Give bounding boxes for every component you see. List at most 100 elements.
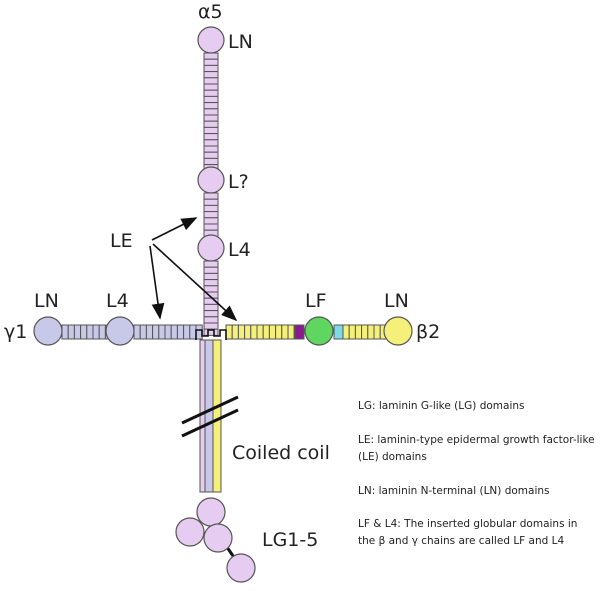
alpha-l4-label: L4 <box>228 239 251 261</box>
le-segment <box>203 316 219 324</box>
le-arrow-gamma <box>149 245 165 320</box>
lg-domains <box>175 497 256 583</box>
le-segment <box>203 95 219 104</box>
le-segment <box>86 324 94 340</box>
le-segment <box>203 58 219 66</box>
beta-ln-label: LN <box>384 290 409 312</box>
le-segment <box>164 324 172 340</box>
le-segment <box>203 145 219 153</box>
le-segment <box>158 324 166 340</box>
le-segment <box>203 211 219 219</box>
le-segment <box>203 303 219 312</box>
le-label: LE <box>110 230 133 252</box>
le-segment <box>203 151 219 159</box>
le-segment <box>256 324 264 340</box>
le-segment <box>152 324 160 340</box>
le-segment <box>275 324 283 340</box>
le-segment <box>189 324 197 340</box>
alpha-l4-globe <box>197 234 225 262</box>
le-segment <box>203 204 219 213</box>
le-segment <box>203 120 219 128</box>
coiled-coil-beta-strand <box>212 339 222 493</box>
le-segment <box>203 198 219 206</box>
le-segment <box>203 108 219 116</box>
le-segment <box>98 324 106 340</box>
le-segment <box>342 324 350 340</box>
gamma-chain-le-segments <box>61 324 203 340</box>
le-segment <box>203 272 219 281</box>
le-segment <box>203 114 219 122</box>
le-segment <box>225 324 233 340</box>
le-segment <box>203 64 219 73</box>
legend-lg: LG: laminin G-like (LG) domains <box>358 400 525 412</box>
le-segment <box>203 223 219 231</box>
le-segment <box>348 324 356 340</box>
le-segment <box>367 324 375 340</box>
junction-connector <box>195 329 227 340</box>
le-segment <box>250 324 258 340</box>
coiled-coil-label: Coiled coil <box>232 442 330 464</box>
le-segment <box>361 324 369 340</box>
alpha-chain-label: α5 <box>198 1 223 23</box>
legend-le: LE: laminin-type epidermal growth factor… <box>358 434 595 463</box>
gamma-ln-label: LN <box>34 290 59 312</box>
beta-lf-label: LF <box>305 290 327 312</box>
le-segment <box>203 102 219 110</box>
alpha-lq-globe <box>197 166 225 194</box>
le-segment <box>231 324 239 340</box>
le-segment <box>203 217 219 225</box>
le-segment <box>203 310 219 318</box>
le-segment <box>203 266 219 274</box>
le-segment <box>244 324 252 340</box>
le-segment <box>67 324 75 340</box>
le-segment <box>176 324 185 340</box>
le-arrow-alpha <box>151 217 198 241</box>
le-segment <box>287 324 295 340</box>
le-segment <box>203 89 219 97</box>
le-segment <box>203 285 219 293</box>
le-segment <box>80 324 88 340</box>
le-segment <box>73 324 82 340</box>
le-segment <box>139 324 147 340</box>
le-segment <box>61 324 69 340</box>
break-mark-lower <box>181 408 239 438</box>
break-mark-upper <box>181 395 239 425</box>
le-segment <box>203 71 219 79</box>
le-segment <box>203 279 219 287</box>
le-segment <box>203 192 219 200</box>
le-segment <box>145 324 154 340</box>
le-segment <box>203 126 219 135</box>
lg-label: LG1-5 <box>262 529 318 551</box>
le-segment <box>203 52 219 60</box>
le-segment <box>203 77 219 85</box>
beta-chain-label: β2 <box>416 321 440 343</box>
le-segment <box>203 83 219 91</box>
gamma-l4-label: L4 <box>106 290 129 312</box>
le-segment <box>203 322 219 330</box>
alpha-ln-label: LN <box>228 31 253 53</box>
le-segment <box>170 324 178 340</box>
gamma-l4-globe <box>105 316 135 346</box>
gamma-ln-globe <box>33 316 63 346</box>
le-arrow-beta <box>152 243 238 322</box>
le-segment <box>203 133 219 141</box>
le-segment <box>203 139 219 147</box>
beta-purple-segment <box>294 324 305 340</box>
le-segment <box>203 260 219 268</box>
le-segment <box>268 324 277 340</box>
le-segment <box>281 324 289 340</box>
le-segment <box>373 324 381 340</box>
le-segment <box>237 324 246 340</box>
le-segment <box>92 324 100 340</box>
le-segment <box>183 324 191 340</box>
beta-lf-globe <box>304 316 334 346</box>
alpha-lq-label: L? <box>228 171 249 193</box>
beta-cyan-segment <box>333 324 344 340</box>
beta-chain-le-segments <box>225 324 387 340</box>
le-segment <box>262 324 270 340</box>
legend-ln: LN: laminin N-terminal (LN) domains <box>358 485 550 497</box>
legend-lf-l4: LF & L4: The inserted globular domains i… <box>358 518 578 547</box>
beta-ln-globe <box>383 316 413 346</box>
le-segment <box>203 157 219 166</box>
